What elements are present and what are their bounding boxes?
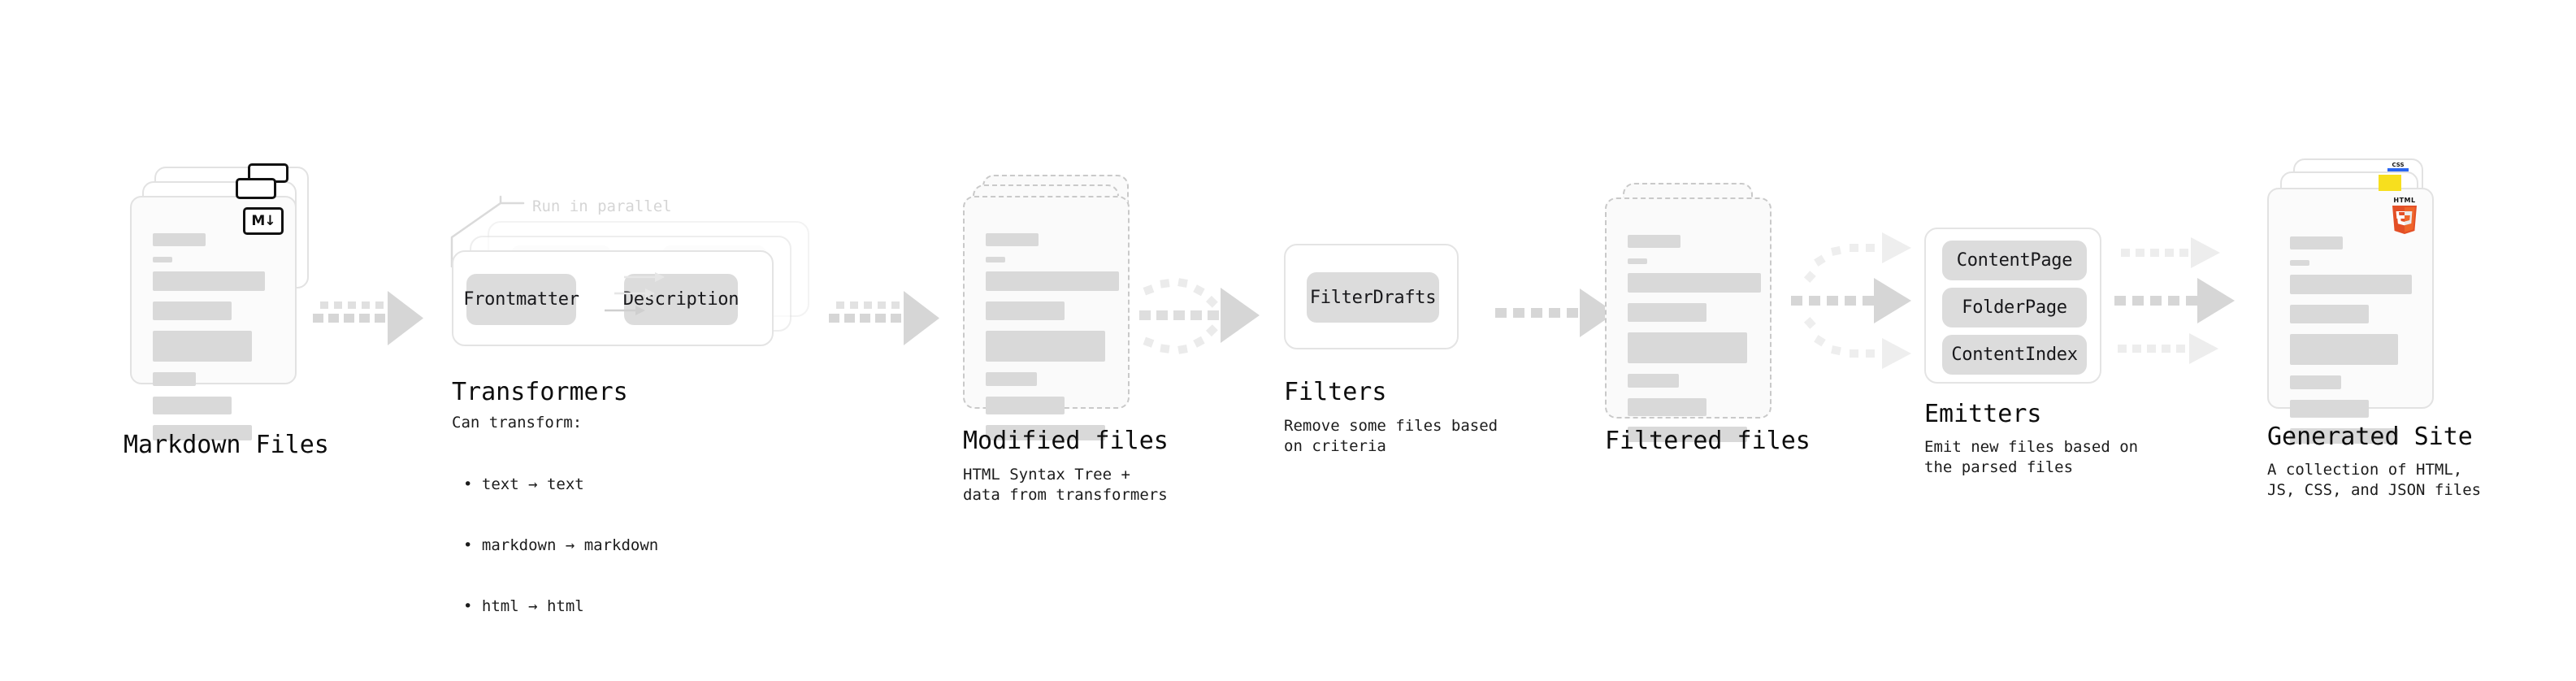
transformer-card-front: Frontmatter Description: [452, 250, 774, 346]
filtered-files-title: Filtered files: [1605, 427, 1811, 455]
transformers-bullet-1: • markdown → markdown: [463, 536, 659, 554]
html5-icon: HTML: [2387, 194, 2422, 236]
generated-site-title: Generated Site: [2267, 423, 2473, 451]
markdown-file-skeleton: [153, 233, 277, 451]
emitters-group: ContentPage FolderPage ContentIndex: [1924, 228, 2101, 384]
run-in-parallel-label: Run in parallel: [532, 197, 672, 215]
markdown-files-title: Markdown Files: [124, 431, 329, 459]
filter-chip-filterdrafts[interactable]: FilterDrafts: [1307, 272, 1439, 323]
modified-files-title: Modified files: [963, 427, 1169, 455]
transformers-description: Can transform:: [452, 414, 583, 432]
emitter-chip-folderpage-label: FolderPage: [1962, 297, 2067, 318]
arrow-filtered-to-emitters: [1791, 232, 1911, 369]
emitter-chip-contentindex-label: ContentIndex: [1951, 345, 2078, 365]
generated-site-card-front: HTML: [2267, 188, 2434, 444]
transformers-bullets: • text → text • markdown → markdown • ht…: [463, 434, 658, 657]
filters-title: Filters: [1284, 378, 1387, 406]
transformers-bullet-2: • html → html: [463, 597, 584, 615]
generated-site-description: A collection of HTML, JS, CSS, and JSON …: [2267, 461, 2482, 499]
emitter-chip-contentpage[interactable]: ContentPage: [1942, 241, 2087, 280]
transformer-internal-arrows: [605, 272, 665, 315]
markdown-icon-mid: [236, 178, 276, 199]
arrow-filters-to-filtered: [1495, 288, 1615, 337]
arrow-modified-to-filters: [1139, 278, 1260, 354]
emitter-chip-folderpage[interactable]: FolderPage: [1942, 288, 2087, 327]
javascript-icon: [2379, 175, 2401, 191]
modified-file-card-front: [963, 196, 1130, 440]
generated-site-skeleton: [2290, 236, 2414, 454]
css3-icon-text: CSS: [2392, 162, 2405, 168]
transformers-title: Transformers: [452, 378, 628, 406]
emitter-chip-contentpage-label: ContentPage: [1956, 250, 2073, 271]
arrow-emitters-to-site: [2114, 237, 2235, 364]
transformer-chip-frontmatter[interactable]: Frontmatter: [463, 274, 579, 325]
run-in-parallel-bracket: [450, 195, 525, 268]
markdown-icon-text: M↓: [251, 212, 275, 229]
arrow-markdown-to-transformers: [313, 291, 423, 345]
markdown-icon: M↓: [243, 207, 284, 235]
transformer-chip-description[interactable]: Description: [623, 274, 739, 325]
filters-description: Remove some files based on criteria: [1284, 417, 1498, 455]
emitters-title: Emitters: [1924, 400, 2042, 428]
filtered-file-skeleton: [1628, 235, 1761, 453]
transformer-chip-frontmatter-label: Frontmatter: [463, 289, 579, 310]
filtered-file-card-front: [1605, 197, 1772, 442]
filters-group: FilterDrafts: [1284, 244, 1459, 349]
arrow-transformers-to-modified: [829, 291, 939, 345]
modified-files-description: HTML Syntax Tree + data from transformer…: [963, 466, 1168, 504]
modified-file-skeleton: [986, 233, 1119, 451]
markdown-file-card-front: M↓: [130, 196, 297, 440]
transformers-bullet-0: • text → text: [463, 475, 584, 493]
emitters-description: Emit new files based on the parsed files: [1924, 438, 2139, 476]
css3-icon-underline: [2387, 168, 2409, 171]
css3-icon: CSS: [2387, 162, 2409, 173]
filter-chip-filterdrafts-label: FilterDrafts: [1309, 287, 1437, 308]
emitter-chip-contentindex[interactable]: ContentIndex: [1942, 335, 2087, 375]
svg-text:HTML: HTML: [2393, 197, 2415, 204]
